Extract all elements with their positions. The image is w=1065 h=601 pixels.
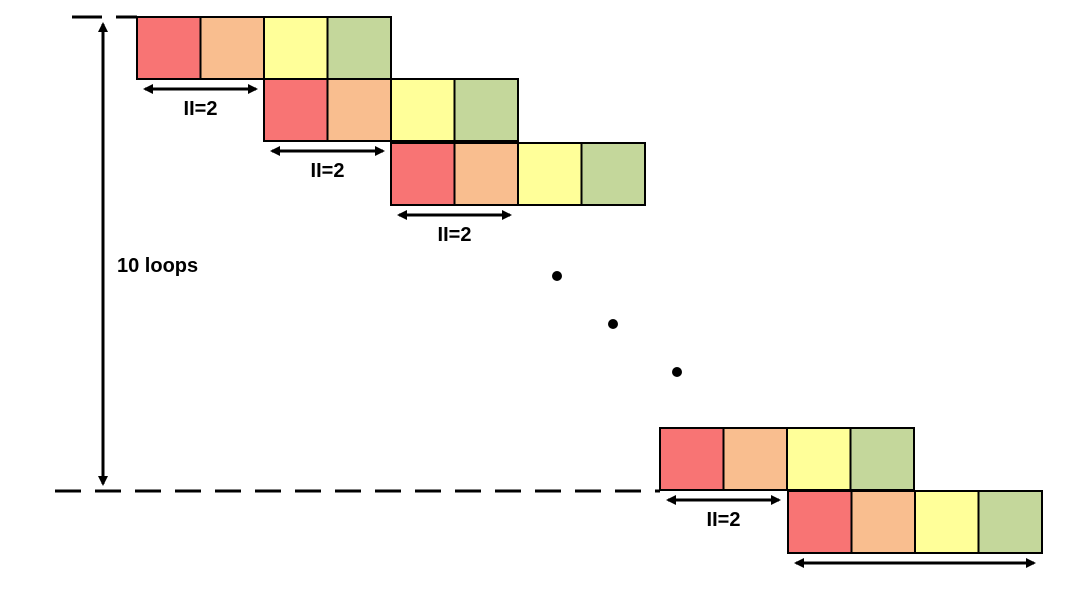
stage-cell <box>849 427 915 491</box>
stage-cell <box>914 490 980 554</box>
stage-cell <box>326 16 392 80</box>
ellipsis-dot <box>608 319 618 329</box>
stage-cell <box>453 78 519 142</box>
stage-cell <box>453 142 519 206</box>
ii-label: II=2 <box>438 224 472 246</box>
stage-cell <box>517 142 583 206</box>
stage-cell <box>199 16 265 80</box>
ii-label: II=2 <box>707 509 741 531</box>
ii-label: II=2 <box>184 98 218 120</box>
ii-label: II=2 <box>311 160 345 182</box>
stage-cell <box>977 490 1043 554</box>
loop-count-label: 10 loops <box>117 255 198 277</box>
iterations-group: II=2II=2II=2II=2 <box>136 16 1043 568</box>
iteration-row <box>136 16 392 80</box>
iteration-row <box>263 78 519 142</box>
stage-cell <box>786 427 852 491</box>
stage-cell <box>136 16 202 80</box>
stage-cell <box>580 142 646 206</box>
stage-cell <box>787 490 853 554</box>
iteration-row <box>659 427 915 491</box>
iteration-row <box>390 142 646 206</box>
stage-cell <box>390 142 456 206</box>
stage-cell <box>659 427 725 491</box>
stage-cell <box>326 78 392 142</box>
stage-cell <box>850 490 916 554</box>
ellipsis-dot <box>552 271 562 281</box>
iteration-row <box>787 490 1043 554</box>
stage-cell <box>263 78 329 142</box>
stage-cell <box>722 427 788 491</box>
ellipsis-dot <box>672 367 682 377</box>
stage-cell <box>390 78 456 142</box>
stage-cell <box>263 16 329 80</box>
